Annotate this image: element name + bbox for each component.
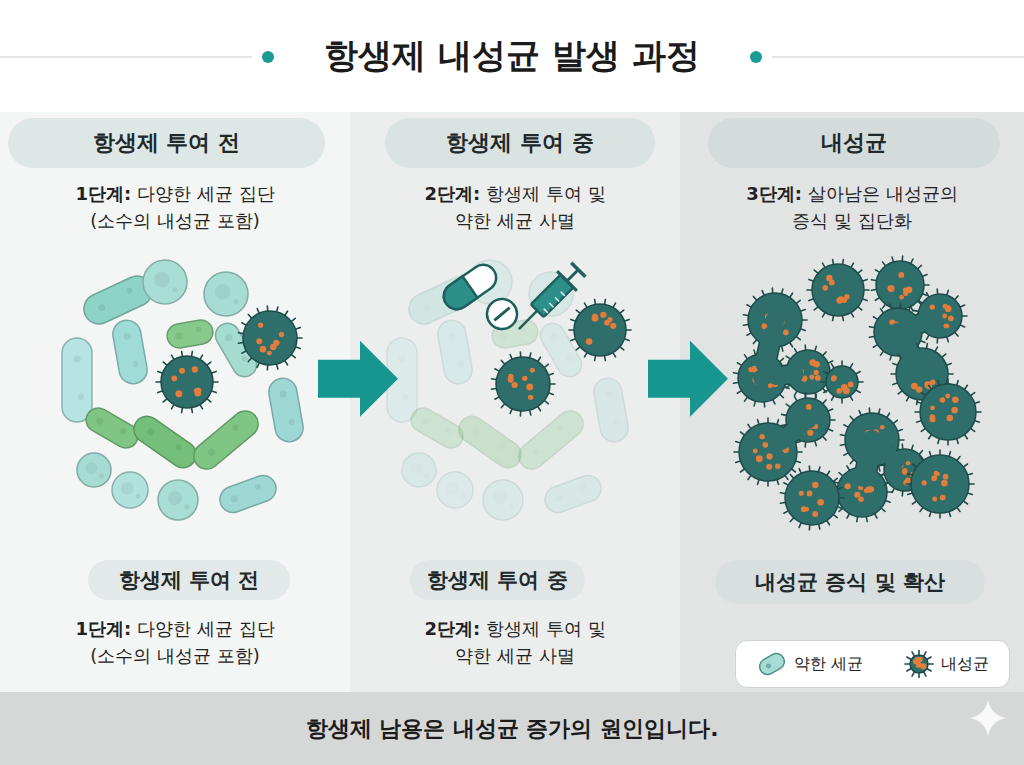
step-description: 1단계:다양한 세균 집단 (소수의 내성균 포함) [55,180,295,234]
step-number: 2단계: [424,183,480,204]
bacterium-spot [916,662,922,668]
step-description: 2단계:항생제 투여 및 약한 세균 사멸 [409,615,621,669]
title-dot [750,51,762,63]
pill-label: 내성균 증식 및 확산 [755,568,945,596]
step-description: 3단계:살아남은 내성균의 증식 및 집단화 [736,180,968,234]
stage-label-pill: 내성균 증식 및 확산 [715,560,985,604]
title-dot [262,51,274,63]
caption-band: 항생제 남용은 내성균 증가의 원인입니다. [0,692,1024,765]
step-number: 3단계: [746,183,802,204]
legend-label: 약한 세균 [794,654,863,675]
bacterium-spot [765,663,772,670]
resistant-bacterium [905,650,933,678]
stage-panel: 항생제 투여 중항생제 투여 중2단계:항생제 투여 및 약한 세균 사멸2단계… [350,112,680,692]
legend-box: 약한 세균 내성균 [735,640,1010,688]
step-text: 살아남은 내성균의 증식 및 집단화 [792,183,957,231]
legend-swatch [903,650,935,678]
weak-bacterium-sample [757,651,788,678]
legend-entry: 약한 세균 [756,650,863,678]
step-number: 2단계: [424,618,480,639]
stage-heading-pill: 항생제 투여 전 [8,118,325,168]
pill-label: 항생제 투여 중 [446,128,593,158]
legend-entry: 내성균 [903,650,989,678]
stage-heading-pill: 내성균 [708,118,1000,168]
legend-swatch [756,650,788,678]
step-number: 1단계: [75,183,131,204]
bacterium-body [910,655,928,673]
legend-label: 내성균 [941,654,989,675]
stage-label-pill: 항생제 투여 전 [88,560,290,600]
stage-heading-pill: 항생제 투여 중 [385,118,655,168]
pill-label: 항생제 투여 전 [119,566,260,594]
stage-panel: 항생제 투여 전항생제 투여 전1단계:다양한 세균 집단 (소수의 내성균 포… [0,112,350,692]
bacterium-body [757,651,788,678]
resistant-bacterium-sample [905,650,933,678]
caption-text: 항생제 남용은 내성균 증가의 원인입니다. [306,714,719,744]
pill-label: 내성균 [821,128,887,158]
stage-label-pill: 항생제 투여 중 [410,560,585,600]
bacterium-spot [918,657,923,662]
pill-label: 항생제 투여 중 [427,566,568,594]
stage-panel: 내성균내성균 증식 및 확산3단계:살아남은 내성균의 증식 및 집단화 [680,112,1024,692]
pill-label: 항생제 투여 전 [93,128,240,158]
step-description: 1단계:다양한 세균 집단 (소수의 내성균 포함) [55,615,295,669]
step-description: 2단계:항생제 투여 및 약한 세균 사멸 [409,180,621,234]
diagram-title: 항생제 내성균 발생 과정 [0,30,1024,80]
title-rule [0,56,252,58]
step-number: 1단계: [75,618,131,639]
title-rule [772,56,1024,58]
